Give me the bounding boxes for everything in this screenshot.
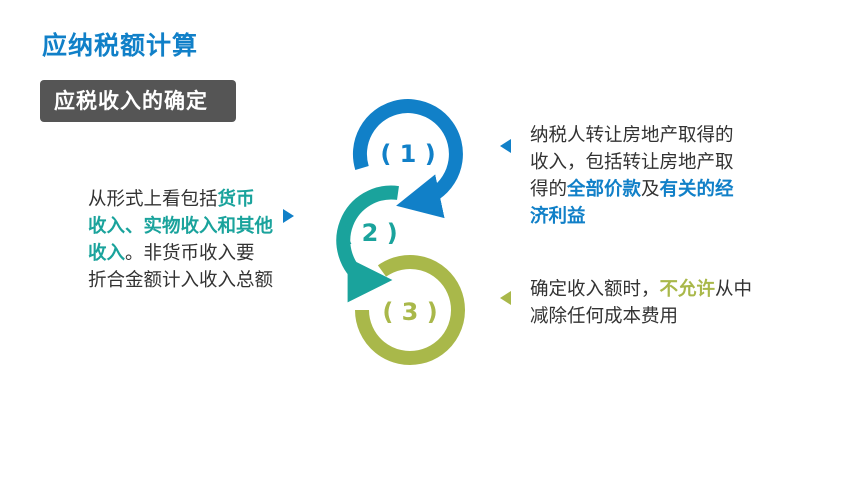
arrow-left-icon (500, 139, 511, 153)
left-text-highlight: 货币收入、实物收入和其他收入 (88, 189, 274, 264)
step-1-label: ( 1 ) (380, 140, 435, 168)
right-top-part1: 纳税人转让房地产取得的收入，包括转让房地产取得的 (530, 125, 734, 200)
left-description: 从形式上看包括货币收入、实物收入和其他收入。非货币收入要折合金额计入收入总额 (88, 186, 273, 294)
right-bottom-description: 确定收入额时，不允许从中减除任何成本费用 (530, 276, 755, 330)
right-bottom-part1: 确定收入额时， (530, 279, 660, 300)
left-text-part2: 。非货币收入要折合金额计入收入总额 (88, 243, 274, 291)
left-text-part1: 从形式上看包括 (88, 189, 218, 210)
arrow-left-icon-2 (500, 291, 511, 305)
right-top-highlight1: 全部价款 (567, 179, 642, 200)
cycle-diagram: ( 1 ) ( 2 ) ( 3 ) (336, 99, 465, 365)
page-title: 应纳税额计算 (42, 31, 199, 60)
right-top-description: 纳税人转让房地产取得的收入，包括转让房地产取得的全部价款及有关的经济利益 (530, 122, 745, 230)
section-heading: 应税收入的确定 (40, 80, 236, 122)
right-top-highlight2: 有关的经济利益 (530, 179, 734, 227)
right-top-part2: 及 (641, 179, 660, 200)
step-2-ring (336, 185, 399, 303)
step-3-label: ( 3 ) (382, 298, 437, 326)
right-bottom-highlight: 不允许 (659, 279, 716, 300)
step-1-ring (353, 99, 463, 219)
step-2-label: ( 2 ) (342, 219, 397, 247)
arrow-right-icon (283, 209, 294, 223)
step-3-ring (355, 255, 465, 365)
right-bottom-part2: 从中减除任何成本费用 (530, 279, 753, 327)
